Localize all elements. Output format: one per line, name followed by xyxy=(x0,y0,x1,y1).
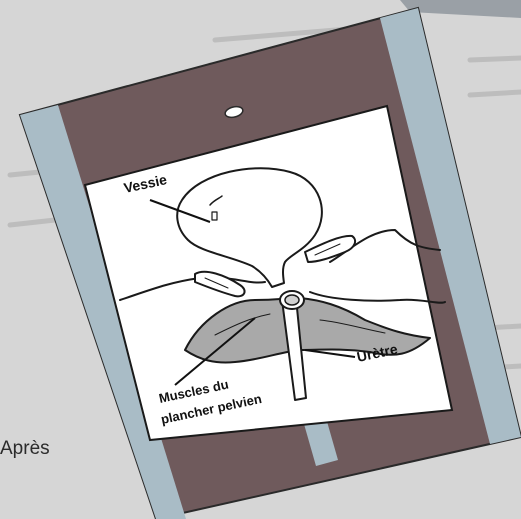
caption-after: Après xyxy=(0,438,50,460)
